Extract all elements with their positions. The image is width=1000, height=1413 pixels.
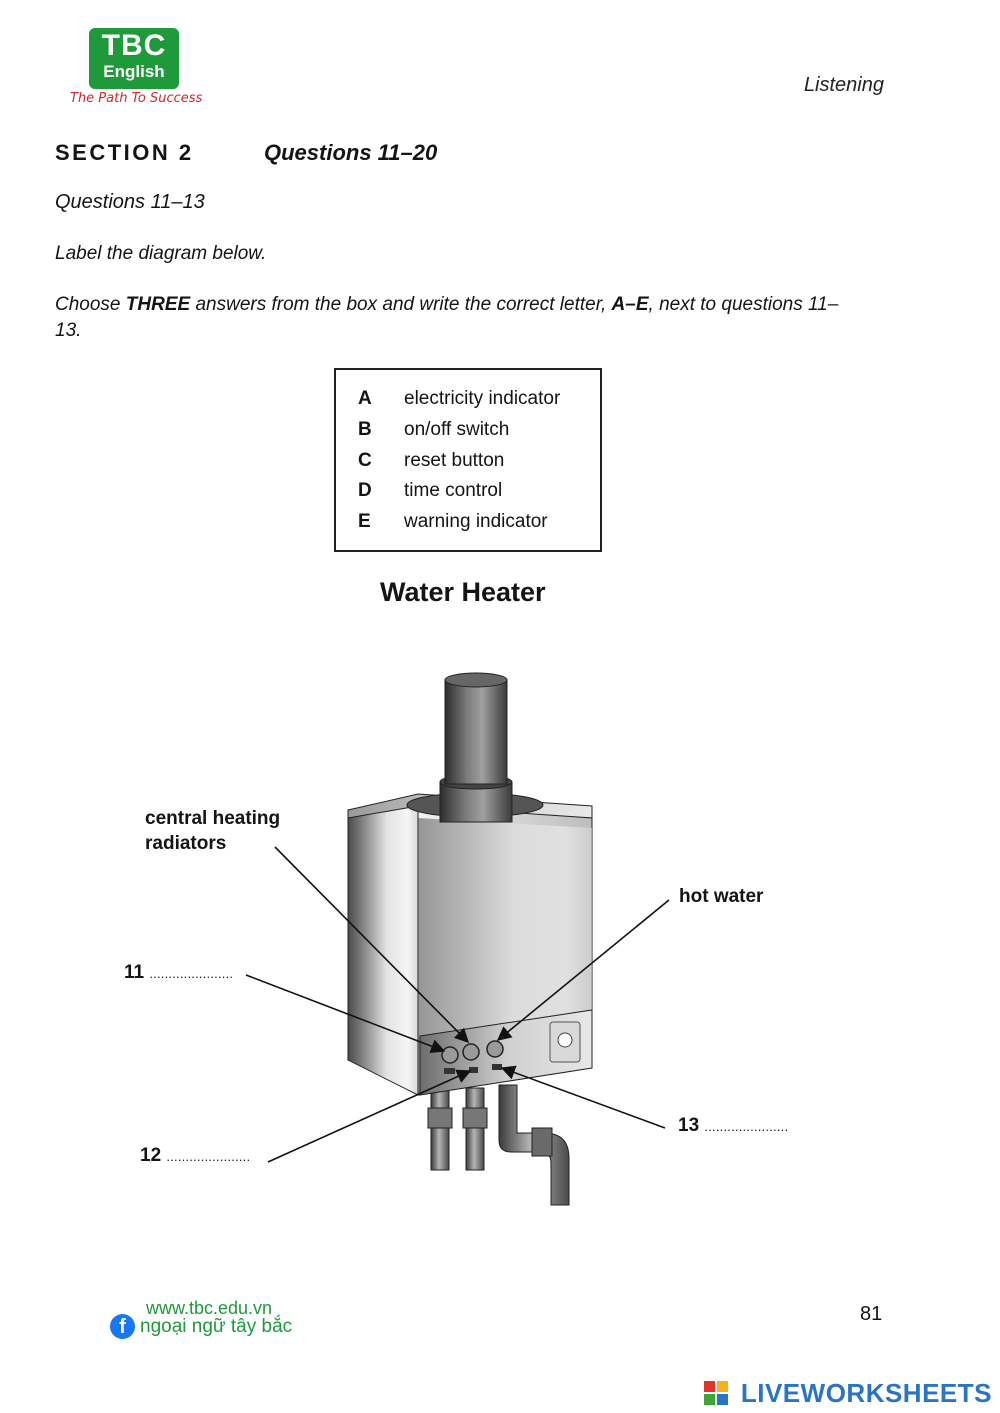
label-central-heating: central heating (145, 808, 281, 829)
tbc-logo: TBC English (89, 28, 179, 89)
option-text: reset button (404, 449, 505, 471)
option-letter: A (358, 388, 372, 409)
answer-blank-12[interactable]: ...................... (166, 1149, 251, 1164)
logo-brand: TBC (101, 29, 167, 62)
option-text: electricity indicator (404, 388, 561, 409)
label-hot-water: hot water (679, 886, 764, 907)
running-head: Listening (803, 74, 884, 96)
facebook-icon[interactable]: f (110, 1314, 135, 1339)
instr-bold-three: THREE (125, 294, 191, 315)
option-text: warning indicator (404, 511, 548, 533)
liveworksheets-logo-icon (704, 1381, 728, 1405)
instruction-line-2: Choose THREE answers from the box and wr… (55, 292, 855, 344)
liveworksheets-watermark: LIVEWORKSHEETS (740, 1378, 992, 1408)
question-number: 12 (140, 1145, 162, 1166)
subsection-heading: Questions 11–13 (55, 191, 205, 213)
footer-facebook-text[interactable]: ngoại ngữ tây bắc (140, 1316, 293, 1337)
logo-sub: English (103, 62, 165, 81)
control-knobs (441, 1021, 581, 1074)
option-text: time control (404, 480, 503, 502)
question-11: 11 ...................... (124, 962, 233, 984)
answer-blank-13[interactable]: ...................... (704, 1119, 789, 1134)
option-text: on/off switch (404, 418, 510, 440)
instr-bold-range: A–E (611, 294, 649, 315)
flue (406, 672, 544, 823)
question-12: 12 ...................... (140, 1145, 250, 1167)
option-letter: B (358, 418, 372, 440)
answer-blank-11[interactable]: ...................... (149, 966, 234, 981)
option-letter: E (358, 511, 371, 533)
instr-text: Choose (55, 294, 126, 315)
footer-url[interactable]: www.tbc.edu.vn (146, 1298, 273, 1318)
option-letter: C (358, 449, 372, 471)
label-radiators: radiators (145, 833, 227, 854)
section-label: SECTION 2 (55, 140, 194, 165)
question-number: 11 (124, 962, 145, 983)
logo-tagline: The Path To Success (70, 91, 203, 106)
pointer-lines (245, 846, 670, 1163)
pipes (427, 1084, 570, 1206)
section-questions: Questions 11–20 (264, 140, 438, 165)
question-number: 13 (678, 1115, 700, 1136)
page-number: 81 (860, 1303, 883, 1325)
instr-text: answers from the box and write the corre… (190, 294, 612, 315)
diagram-title: Water Heater (380, 577, 546, 607)
option-letter: D (358, 480, 372, 502)
instr-text: , next to questions 11–13. (55, 294, 839, 341)
instruction-line-1: Label the diagram below. (55, 243, 267, 264)
question-13: 13 ...................... (678, 1115, 788, 1137)
